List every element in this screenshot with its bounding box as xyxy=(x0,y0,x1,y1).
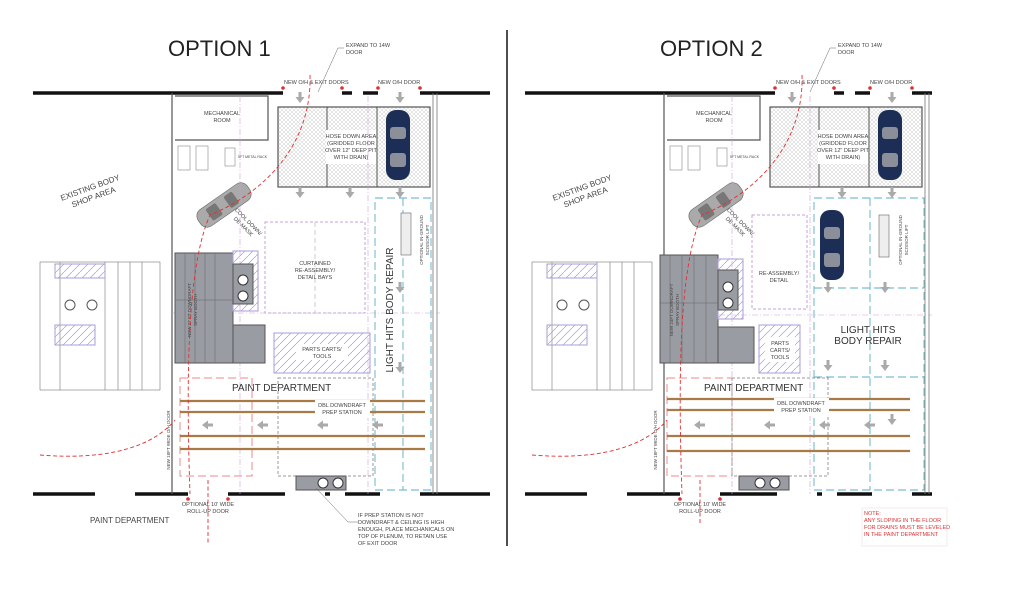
exterior-walls xyxy=(525,91,932,496)
option-1-plan: OPTION 1 MECHANICAL ROOM 5FT METAL RACK … xyxy=(33,36,490,547)
plan-label: FOR DRAINS MUST BE LEVELED xyxy=(864,525,950,531)
paint-department-label: PAINT DEPARTMENT xyxy=(704,383,803,394)
plan-label: DETAIL xyxy=(770,278,789,284)
plan-label: TOOLS xyxy=(771,355,790,361)
reassembly-bay xyxy=(751,214,808,310)
plan-label: OF EXIT DOOR xyxy=(358,541,397,547)
plan-label: NEW O/H & EXIT DOORS xyxy=(284,80,349,86)
plan-label: BODY REPAIR xyxy=(834,336,901,347)
plan-label: WITH DRAIN) xyxy=(334,155,369,161)
plan-label: 5FT METAL RACK xyxy=(730,155,760,159)
option-2-plan: OPTION 2 MECHANICAL ROOM 5FT METAL RACK … xyxy=(525,36,950,547)
metal-rack-label: 5FT METAL RACK xyxy=(238,155,268,159)
plan-label: NEW 24FT DOWNDRAFT xyxy=(669,283,674,336)
light-hits-label: LIGHT HITS BODY REPAIR xyxy=(385,247,396,372)
plan-label: NEW 18FT WIDE O/H DOOR xyxy=(166,410,171,470)
plan-label: OVER 12" DEEP PIT xyxy=(325,148,377,154)
plan-label: TOOLS xyxy=(313,354,332,360)
plan-label: (GRIDDED FLOOR xyxy=(327,141,375,147)
plan-label: NEW 27 FT DOWNDRAFT xyxy=(187,283,192,337)
plan-label: ENOUGH, PLACE MECHANICALS ON xyxy=(358,527,454,533)
plan-label: EXPAND TO 14W xyxy=(838,43,883,49)
plan-label: HOSE DOWN AREA xyxy=(326,134,377,140)
mechanical-label: ROOM xyxy=(213,118,231,124)
paint-department-outside-label: PAINT DEPARTMENT xyxy=(90,516,170,525)
plan-label: PARTS xyxy=(771,341,789,347)
plan-label: NEW 18FT WIDE O/H DOOR xyxy=(653,410,658,470)
mechanical-label: MECHANICAL xyxy=(204,111,240,117)
option-title: OPTION 1 xyxy=(168,36,271,61)
car-icon xyxy=(386,110,410,180)
plan-label: IN THE PAINT DEPARTMENT xyxy=(864,532,939,538)
plan-label: OPTIONAL 10' WIDE xyxy=(182,502,235,508)
spray-booth xyxy=(659,254,719,364)
plan-label: OPTIONAL 10' WIDE xyxy=(674,502,727,508)
option-title: OPTION 2 xyxy=(660,36,763,61)
plan-label: TOP OF PLENUM, TO RETAIN USE xyxy=(358,534,448,540)
floor-rails xyxy=(180,399,425,451)
plan-label: NEW O/H DOOR xyxy=(378,80,420,86)
plan-label: NEW O/H & EXIT DOORS xyxy=(776,80,841,86)
exterior-walls xyxy=(33,91,490,496)
vehicle-path xyxy=(39,74,311,545)
spray-booth xyxy=(174,252,234,364)
plan-label: OVER 12" DEEP PIT xyxy=(817,148,869,154)
plan-label: RE-ASSEMBLY/ xyxy=(759,271,800,277)
vehicle-path xyxy=(531,74,803,525)
plan-label: RE-ASSEMBLY/ xyxy=(295,268,336,274)
plan-label: DBL DOWNDRAFT xyxy=(777,401,825,407)
plan-label: HOSE DOWN AREA xyxy=(818,134,869,140)
plan-label: ANY SLOPING IN THE FLOOR xyxy=(864,518,941,524)
plan-label: DOOR xyxy=(838,50,855,56)
plan-label: SPRAY BOOTH xyxy=(675,294,680,326)
plan-label: OPTIONAL IN-GROUND xyxy=(419,214,424,265)
car-icon xyxy=(878,110,902,180)
plan-label: (GRIDDED FLOOR xyxy=(819,141,867,147)
plan-label: MECHANICAL xyxy=(696,111,732,117)
mechanical-room xyxy=(667,95,761,141)
plan-label: SCISSOR LIFT xyxy=(904,224,909,255)
plan-label: CURTAINED xyxy=(299,261,331,267)
plan-label: PREP STATION xyxy=(781,408,820,414)
plan-label: DOWNDRAFT & CEILING IS HIGH xyxy=(358,520,444,526)
mechanical-room xyxy=(175,95,269,141)
plan-label: OPTIONAL IN-GROUND xyxy=(898,214,903,265)
paint-department-label: PAINT DEPARTMENT xyxy=(232,383,331,394)
plan-label: ROLL-UP DOOR xyxy=(679,509,721,515)
plan-label: EXPAND TO 14W xyxy=(346,43,391,49)
plan-label: SCISSOR LIFT xyxy=(425,224,430,255)
plan-label: NEW O/H DOOR xyxy=(870,80,912,86)
floor-note: NOTE: ANY SLOPING IN THE FLOOR FOR DRAIN… xyxy=(861,507,950,547)
bumper-racks xyxy=(177,145,236,171)
plan-label: PREP STATION xyxy=(322,410,361,416)
plan-label: SPRAY BOOTH xyxy=(193,294,198,326)
light-hits-label: LIGHT HITS xyxy=(841,325,896,336)
plan-label: WITH DRAIN) xyxy=(826,155,861,161)
plan-label: CARTS/ xyxy=(770,348,791,354)
plan-label: ROOM xyxy=(705,118,723,124)
plan-label: DBL DOWNDRAFT xyxy=(318,403,366,409)
plan-label: PARTS CARTS/ xyxy=(302,347,342,353)
car-icon xyxy=(820,210,844,280)
plan-label: DETAIL BAYS xyxy=(298,275,333,281)
plan-label: ROLL-UP DOOR xyxy=(187,509,229,515)
plan-label: IF PREP STATION IS NOT xyxy=(358,513,424,519)
plan-label: DOOR xyxy=(346,50,363,56)
plan-label: NOTE: xyxy=(864,511,881,517)
